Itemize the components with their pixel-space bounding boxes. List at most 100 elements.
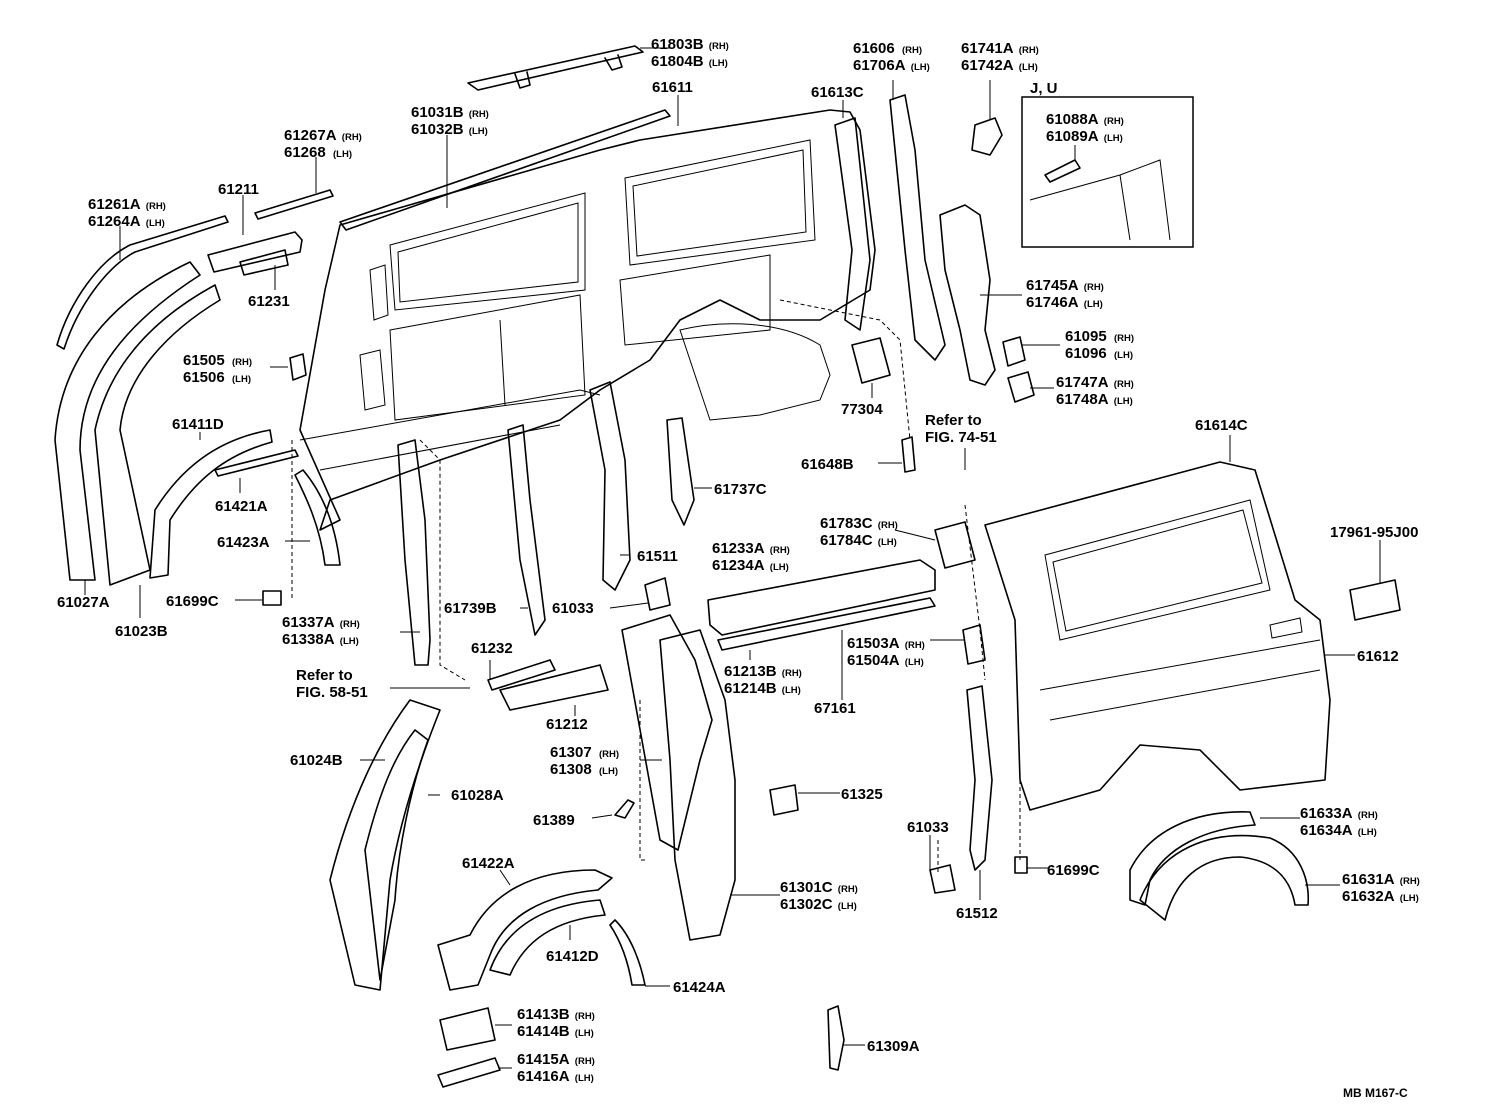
part-number-label: 61309A	[867, 1038, 920, 1055]
callout-61024B: 61024B	[290, 752, 343, 769]
part-number-label: 61213B	[724, 663, 777, 680]
part-number-label: 61023B	[115, 623, 168, 640]
part-number-label: 61027A	[57, 594, 110, 611]
side-qualifier-label: (LH)	[469, 126, 488, 137]
part-number-label: 61032B	[411, 121, 464, 138]
callout-61631A: 61631A(RH)61632A(LH)	[1342, 871, 1420, 905]
part-drawings	[54, 45, 1401, 1088]
side-qualifier-label: (LH)	[1114, 350, 1133, 361]
wheelhouse-61422A-part	[437, 869, 613, 991]
callout-61803B: 61803B(RH)61804B(LH)	[651, 36, 729, 70]
callout-61648B: 61648B	[801, 456, 854, 473]
callout-61095: 61095(RH)61096(LH)	[1065, 328, 1134, 362]
side-qualifier-label: (LH)	[878, 537, 897, 548]
part-number-label: 61337A	[282, 614, 335, 631]
part-number-label: 61783C	[820, 515, 873, 532]
part-number-label: 61631A	[1342, 871, 1395, 888]
part-number-label: 61614C	[1195, 417, 1248, 434]
rail-61232-part	[487, 659, 556, 691]
part-number-label: 61264A	[88, 213, 141, 230]
part-number-label: 61423A	[217, 534, 270, 551]
part-number-label: 61505	[183, 352, 225, 369]
callout-labels: 61803B(RH)61804B(LH)6161161606(RH)61706A…	[57, 36, 1420, 1085]
part-number-label: 61095	[1065, 328, 1107, 345]
side-qualifier-label: (RH)	[232, 357, 252, 368]
part-number-label: 61737C	[714, 481, 767, 498]
wheelhouse-61412D-part	[489, 899, 606, 976]
part-number-label: 61389	[533, 812, 575, 829]
pillar-61301C-part	[659, 629, 736, 941]
callout-61421A: 61421A	[215, 498, 268, 515]
part-number-label: 61024B	[290, 752, 343, 769]
side-qualifier-label: (LH)	[340, 636, 359, 647]
rail-61231-part	[239, 249, 289, 276]
part-number-label: 61088A	[1046, 111, 1099, 128]
quarter-panel-right-part	[984, 461, 1331, 811]
side-qualifier-label: (LH)	[838, 901, 857, 912]
callout-77304: 77304	[841, 401, 883, 418]
part-number-label: 61611	[652, 79, 693, 96]
part-number-label: 61414B	[517, 1023, 570, 1040]
part-number-label: 61512	[956, 905, 998, 922]
rear-pillar-61613C-part	[834, 117, 871, 331]
pillar-61337A-part	[397, 439, 431, 666]
side-qualifier-label: (RH)	[599, 749, 619, 760]
part-number-label: 61504A	[847, 652, 900, 669]
part-number-label: 61338A	[282, 631, 335, 648]
bracket-61747A-part	[1007, 371, 1035, 403]
side-qualifier-label: (RH)	[1114, 379, 1134, 390]
rocker-61213B-part	[717, 597, 936, 651]
side-qualifier-label: (RH)	[770, 545, 790, 556]
clip-61699C-lower-part	[1014, 856, 1028, 874]
callout-61033_a: 61033	[552, 600, 594, 617]
part-number-label: 61211	[218, 181, 259, 198]
callout-61699C_a: 61699C	[166, 593, 219, 610]
part-number-label: 61606	[853, 40, 895, 57]
part-number-label: 61422A	[462, 855, 515, 872]
wheel-liner-61633A-part	[1129, 811, 1256, 906]
roof-side-rail-part	[339, 109, 671, 231]
part-number-label: 61784C	[820, 532, 873, 549]
part-61421A	[214, 449, 299, 477]
callout-61231: 61231	[248, 293, 290, 310]
part-number-label: 61028A	[451, 787, 504, 804]
callout-61422A: 61422A	[462, 855, 515, 872]
callout-61325: 61325	[841, 786, 883, 803]
callout-61033_b: 61033	[907, 819, 949, 836]
part-number-label: 61745A	[1026, 277, 1079, 294]
rail-61211-part	[207, 231, 303, 273]
callout-61783C: 61783C(RH)61784C(LH)	[820, 515, 898, 549]
side-qualifier-label: (RH)	[782, 668, 802, 679]
callout-61415A: 61415A(RH)61416A(LH)	[517, 1051, 595, 1085]
callout-61031B: 61031B(RH)61032B(LH)	[411, 104, 489, 138]
callout-61261A: 61261A(RH)61264A(LH)	[88, 196, 166, 230]
part-number-label: 61804B	[651, 53, 704, 70]
part-number-label: 61232	[471, 640, 513, 657]
part-number-label: 61741A	[961, 40, 1014, 57]
callout-61307: 61307(RH)61308(LH)	[550, 744, 619, 778]
side-qualifier-label: (LH)	[1358, 827, 1377, 838]
part-number-label: 61634A	[1300, 822, 1353, 839]
part-number-label: 61325	[841, 786, 883, 803]
side-qualifier-label: (LH)	[1114, 396, 1133, 407]
callout-61211: 61211	[218, 181, 259, 198]
callout-61699C_b: 61699C	[1047, 862, 1100, 879]
rail-61212-part	[499, 664, 609, 711]
fuel-lid-part	[1349, 579, 1401, 621]
part-number-label: 61648B	[801, 456, 854, 473]
front-pillar-strip-part	[56, 215, 229, 350]
part-61737C	[666, 417, 695, 526]
part-number-label: 61307	[550, 744, 592, 761]
part-number-label: 61746A	[1026, 294, 1079, 311]
side-qualifier-label: (RH)	[1358, 810, 1378, 821]
side-qualifier-label: (RH)	[342, 132, 362, 143]
wheelhouse-61411D-part	[149, 429, 273, 579]
callout-17961: 17961-95J00	[1330, 524, 1418, 541]
part-number-label: 61699C	[166, 593, 219, 610]
callout-61613C: 61613C	[811, 84, 864, 101]
side-qualifier-label: (LH)	[575, 1028, 594, 1039]
part-number-label: 61033	[907, 819, 949, 836]
part-number-label: 61033	[552, 600, 594, 617]
callout-61023B: 61023B	[115, 623, 168, 640]
